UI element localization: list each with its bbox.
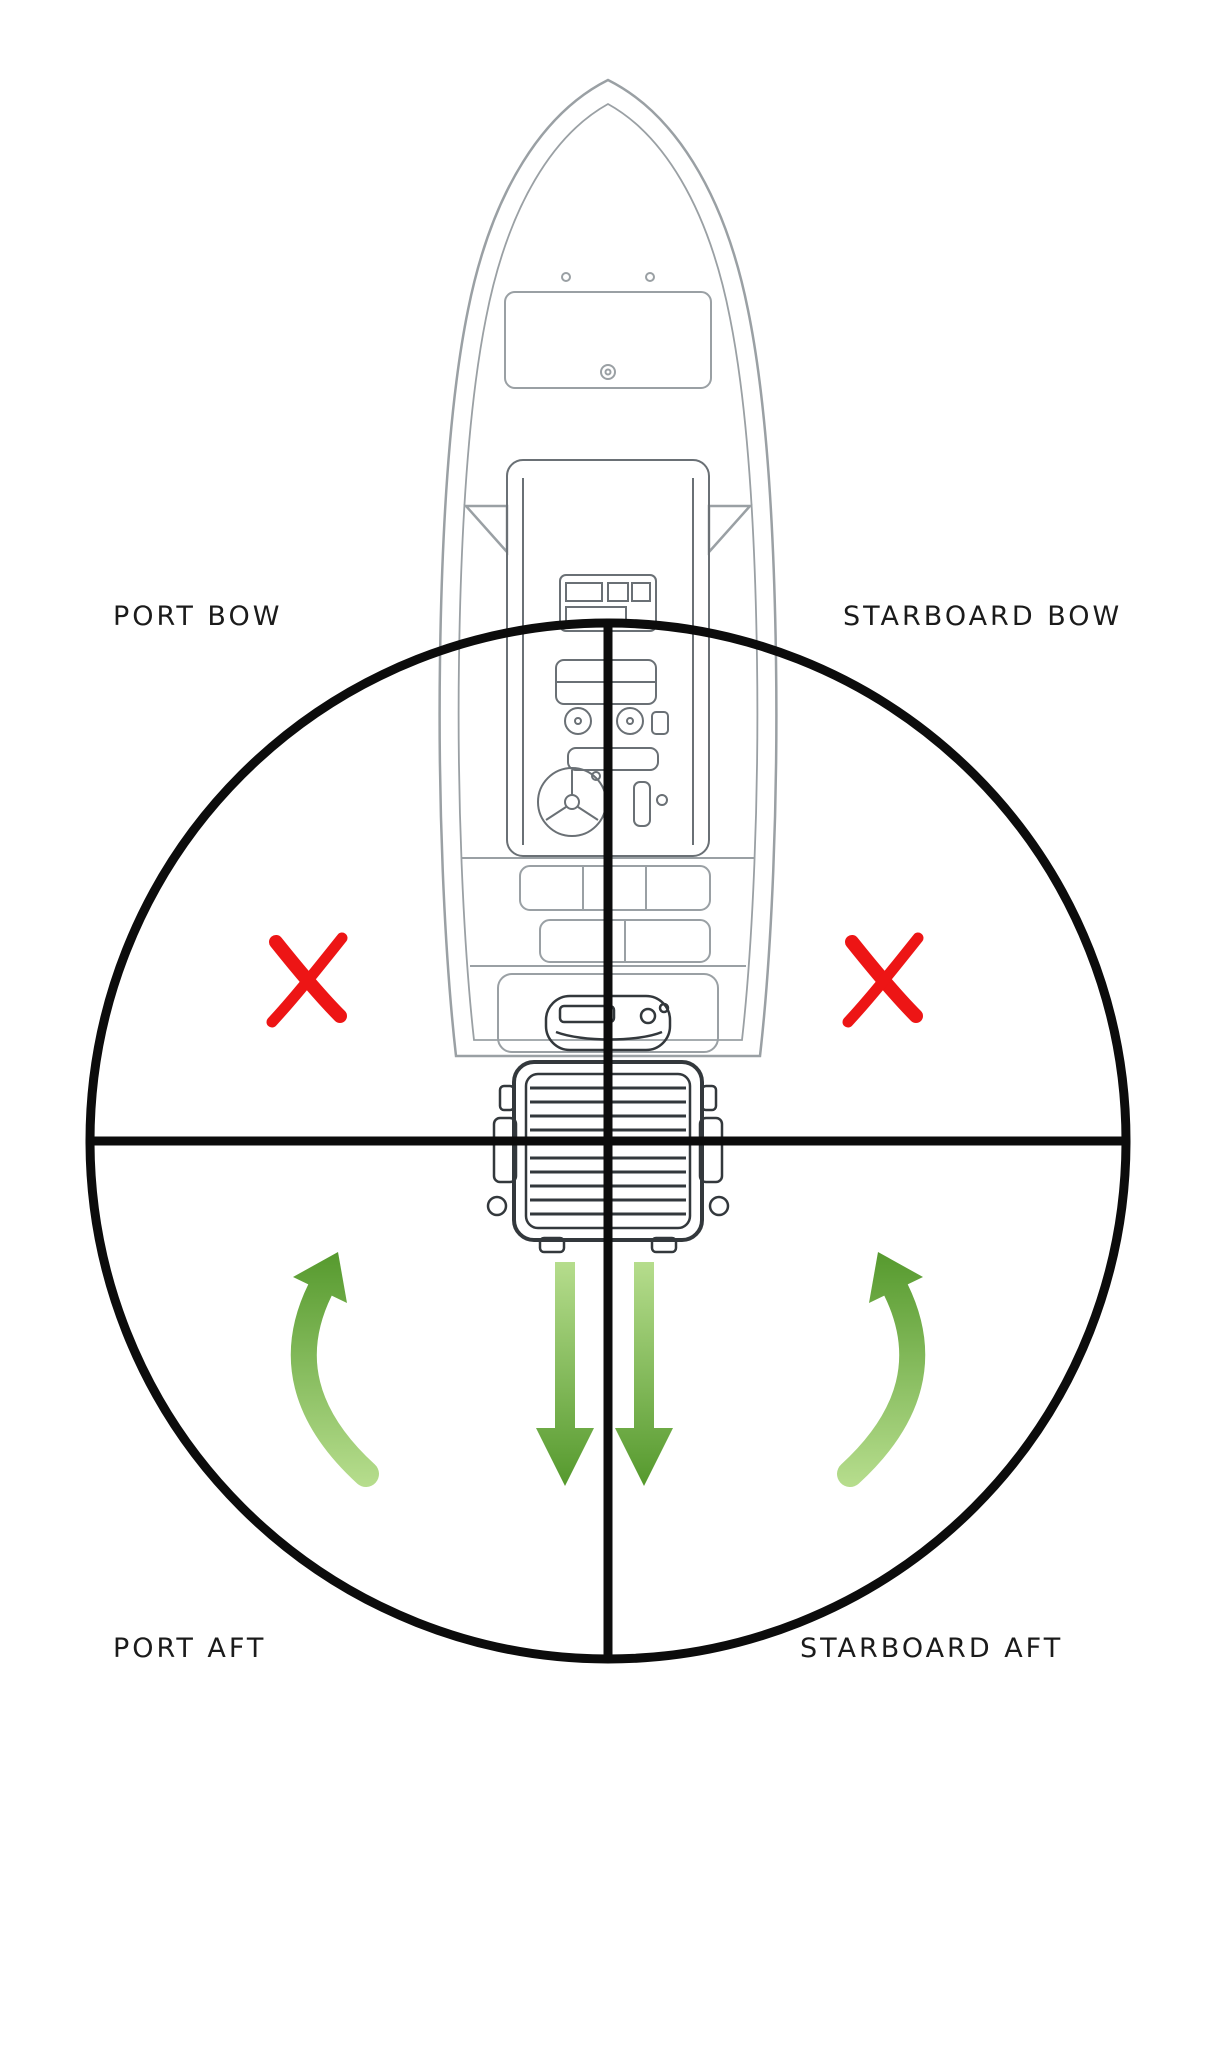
straight-down-arrow-left bbox=[536, 1262, 594, 1486]
quadrant-crosshair bbox=[85, 618, 1131, 1664]
label-starboard-aft: STARBOARD AFT bbox=[800, 1633, 1064, 1664]
curved-arrow-starboard-aft bbox=[837, 1252, 926, 1487]
approach-arrows bbox=[290, 1252, 926, 1487]
windshield-flare-starboard bbox=[707, 504, 753, 556]
curved-arrow-port-aft bbox=[290, 1252, 379, 1487]
gauge-dial bbox=[616, 707, 644, 735]
bow-hatch bbox=[504, 272, 712, 389]
x-mark-starboard-bow bbox=[842, 932, 924, 1028]
label-starboard-bow: STARBOARD BOW bbox=[843, 601, 1123, 632]
steering-wheel bbox=[537, 767, 607, 837]
throttle-lever bbox=[633, 781, 651, 827]
boat-sketch bbox=[438, 78, 778, 1254]
windshield-flare-port bbox=[463, 504, 509, 556]
label-port-bow: PORT BOW bbox=[113, 601, 283, 632]
straight-down-arrow-right bbox=[615, 1262, 673, 1486]
x-mark-port-bow bbox=[266, 932, 348, 1028]
label-port-aft: PORT AFT bbox=[113, 1633, 267, 1664]
gauge-dial bbox=[564, 707, 592, 735]
